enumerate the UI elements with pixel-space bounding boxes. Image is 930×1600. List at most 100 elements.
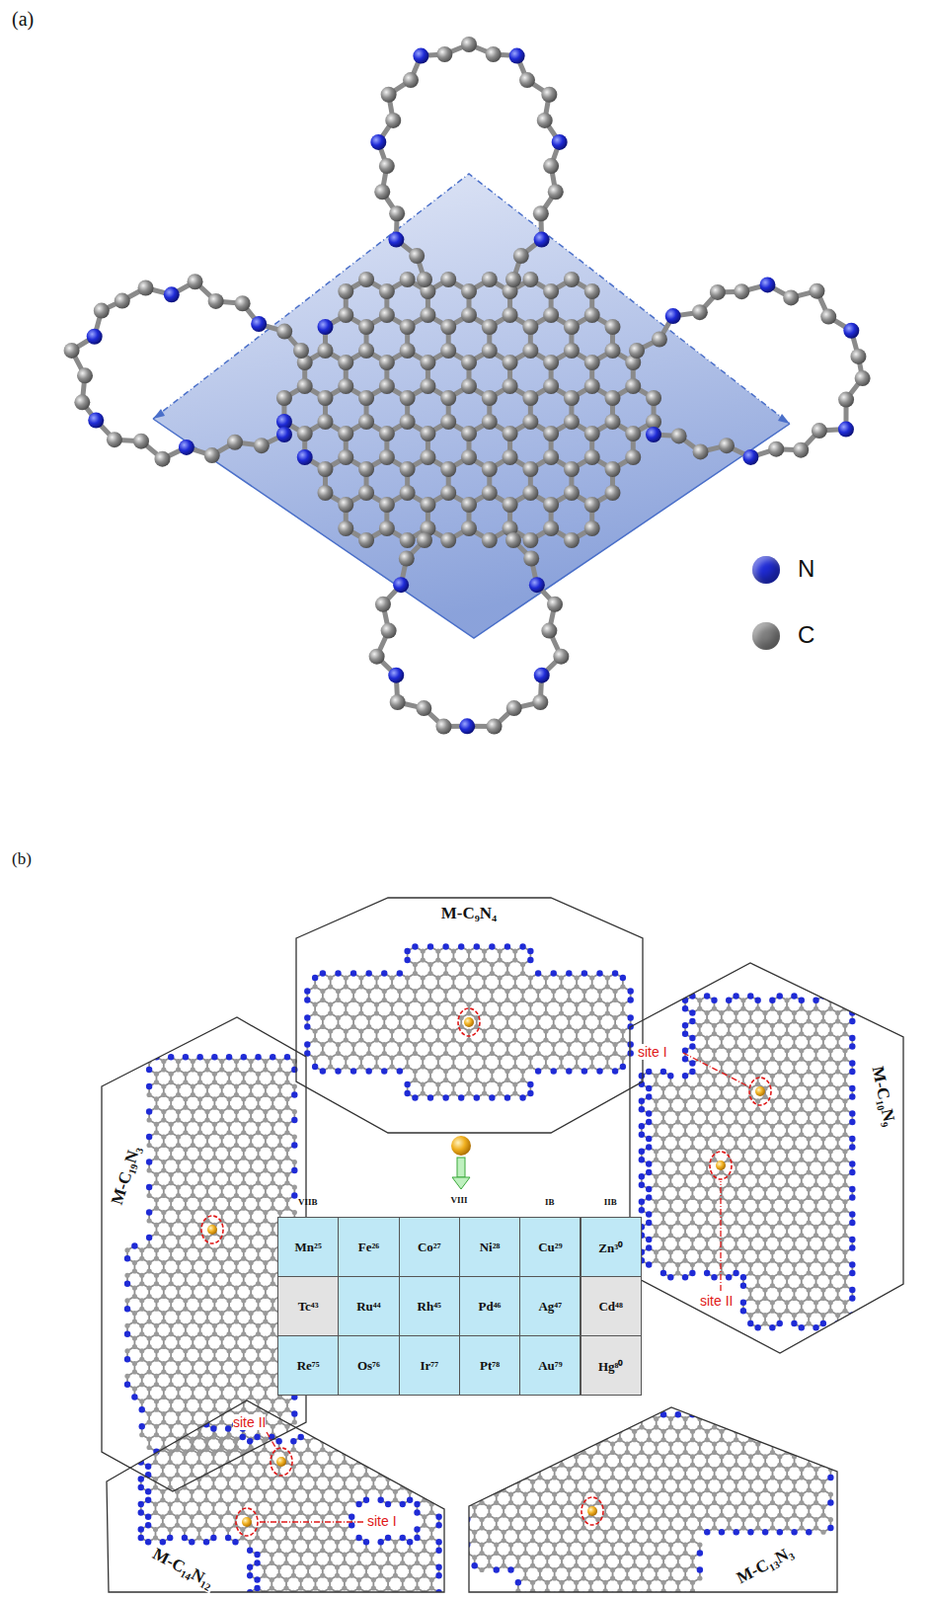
carbon-atom — [558, 974, 564, 980]
carbon-atom — [358, 983, 364, 989]
carbon-atom — [497, 1063, 503, 1069]
carbon-atom — [343, 974, 349, 980]
carbon-atom — [589, 1054, 595, 1060]
carbon-atom — [520, 1050, 526, 1056]
nitrogen-atom — [381, 969, 388, 976]
carbon-atom — [399, 484, 416, 501]
nitrogen-atom — [535, 969, 542, 976]
carbon-atom — [542, 1054, 548, 1060]
carbon-atom — [385, 112, 401, 129]
carbon-atom — [312, 1054, 318, 1060]
carbon-atom — [485, 46, 502, 63]
carbon-atom — [528, 1063, 534, 1069]
carbon-atom — [481, 1089, 487, 1095]
carbon-atom — [435, 974, 441, 980]
carbon-atom — [420, 947, 426, 953]
carbon-atom — [558, 1054, 564, 1060]
carbon-atom — [528, 974, 534, 980]
carbon-atom — [563, 318, 580, 335]
carbon-atom — [520, 988, 526, 994]
nitrogen-atom — [565, 1067, 572, 1074]
carbon-atom — [522, 271, 539, 288]
nitrogen-atom — [550, 969, 557, 976]
carbon-atom — [461, 496, 477, 513]
carbon-atom — [435, 1089, 441, 1095]
carbon-atom — [604, 342, 620, 359]
carbon-atom — [541, 622, 557, 639]
carbon-atom — [522, 484, 539, 501]
carbon-atom — [512, 1036, 518, 1042]
carbon-atom — [624, 378, 641, 394]
carbon-atom — [420, 1089, 426, 1095]
carbon-atom — [612, 988, 618, 994]
carbon-atom — [396, 1014, 402, 1020]
carbon-atom — [612, 1041, 618, 1047]
carbon-atom — [693, 443, 709, 460]
carbon-atom — [451, 947, 457, 953]
nitrogen-atom — [442, 1093, 449, 1100]
carbon-atom — [435, 718, 452, 735]
carbon-atom — [459, 961, 465, 967]
carbon-atom — [542, 1001, 548, 1007]
carbon-atom — [612, 1014, 618, 1020]
carbon-atom — [566, 1041, 572, 1047]
nitrogen-atom — [458, 1093, 465, 1100]
carbon-atom — [581, 1041, 587, 1047]
carbon-atom — [459, 1050, 465, 1056]
nitrogen-atom — [311, 1063, 318, 1070]
carbon-atom — [312, 983, 318, 989]
carbon-atom — [605, 1063, 611, 1069]
carbon-atom — [317, 342, 334, 359]
nitrogen-atom — [87, 412, 104, 429]
carbon-atom — [718, 437, 735, 454]
carbon-atom — [327, 983, 333, 989]
carbon-atom — [388, 205, 405, 222]
carbon-atom — [574, 1036, 580, 1042]
carbon-atom — [366, 1050, 372, 1056]
carbon-atom — [502, 307, 519, 323]
carbon-atom — [358, 1054, 364, 1060]
carbon-atom — [379, 354, 395, 371]
nitrogen-atom — [504, 942, 511, 949]
carbon-atom — [558, 1009, 564, 1015]
carbon-atom — [451, 1001, 457, 1007]
carbon-atom — [512, 1009, 518, 1015]
carbon-atom — [574, 1063, 580, 1069]
carbon-atom — [374, 974, 380, 980]
carbon-atom — [419, 496, 436, 513]
carbon-atom — [497, 1001, 503, 1007]
carbon-atom — [566, 988, 572, 994]
nitrogen-atom — [442, 942, 449, 949]
nitrogen-atom — [392, 576, 409, 593]
carbon-atom — [440, 413, 457, 430]
carbon-atom — [374, 1001, 380, 1007]
carbon-atom — [489, 970, 495, 976]
carbon-atom — [574, 1054, 580, 1060]
carbon-atom — [412, 1014, 418, 1020]
carbon-atom — [379, 283, 395, 300]
carbon-atom — [443, 1077, 449, 1083]
nitrogen-atom — [163, 286, 180, 303]
carbon-atom — [854, 370, 871, 387]
panel-structure — [124, 1053, 299, 1455]
carbon-atom — [489, 1068, 495, 1074]
nitrogen-atom — [612, 969, 619, 976]
carbon-atom — [465, 983, 471, 989]
carbon-atom — [419, 307, 436, 323]
carbon-atom — [358, 413, 375, 430]
carbon-atom — [366, 997, 372, 1003]
carbon-atom — [440, 484, 457, 501]
carbon-atom — [542, 378, 559, 394]
carbon-atom — [563, 389, 580, 406]
carbon-atom — [597, 1023, 603, 1029]
carbon-atom — [358, 1036, 364, 1042]
carbon-atom — [335, 1023, 341, 1029]
carbon-atom — [502, 425, 519, 442]
carbon-atom — [520, 970, 526, 976]
nitrogen-atom — [519, 1093, 526, 1100]
carbon-atom — [350, 1050, 356, 1056]
nitrogen-atom — [459, 717, 475, 734]
carbon-atom — [369, 648, 386, 665]
nitrogen-atom — [535, 1067, 542, 1074]
carbon-atom — [379, 425, 395, 442]
